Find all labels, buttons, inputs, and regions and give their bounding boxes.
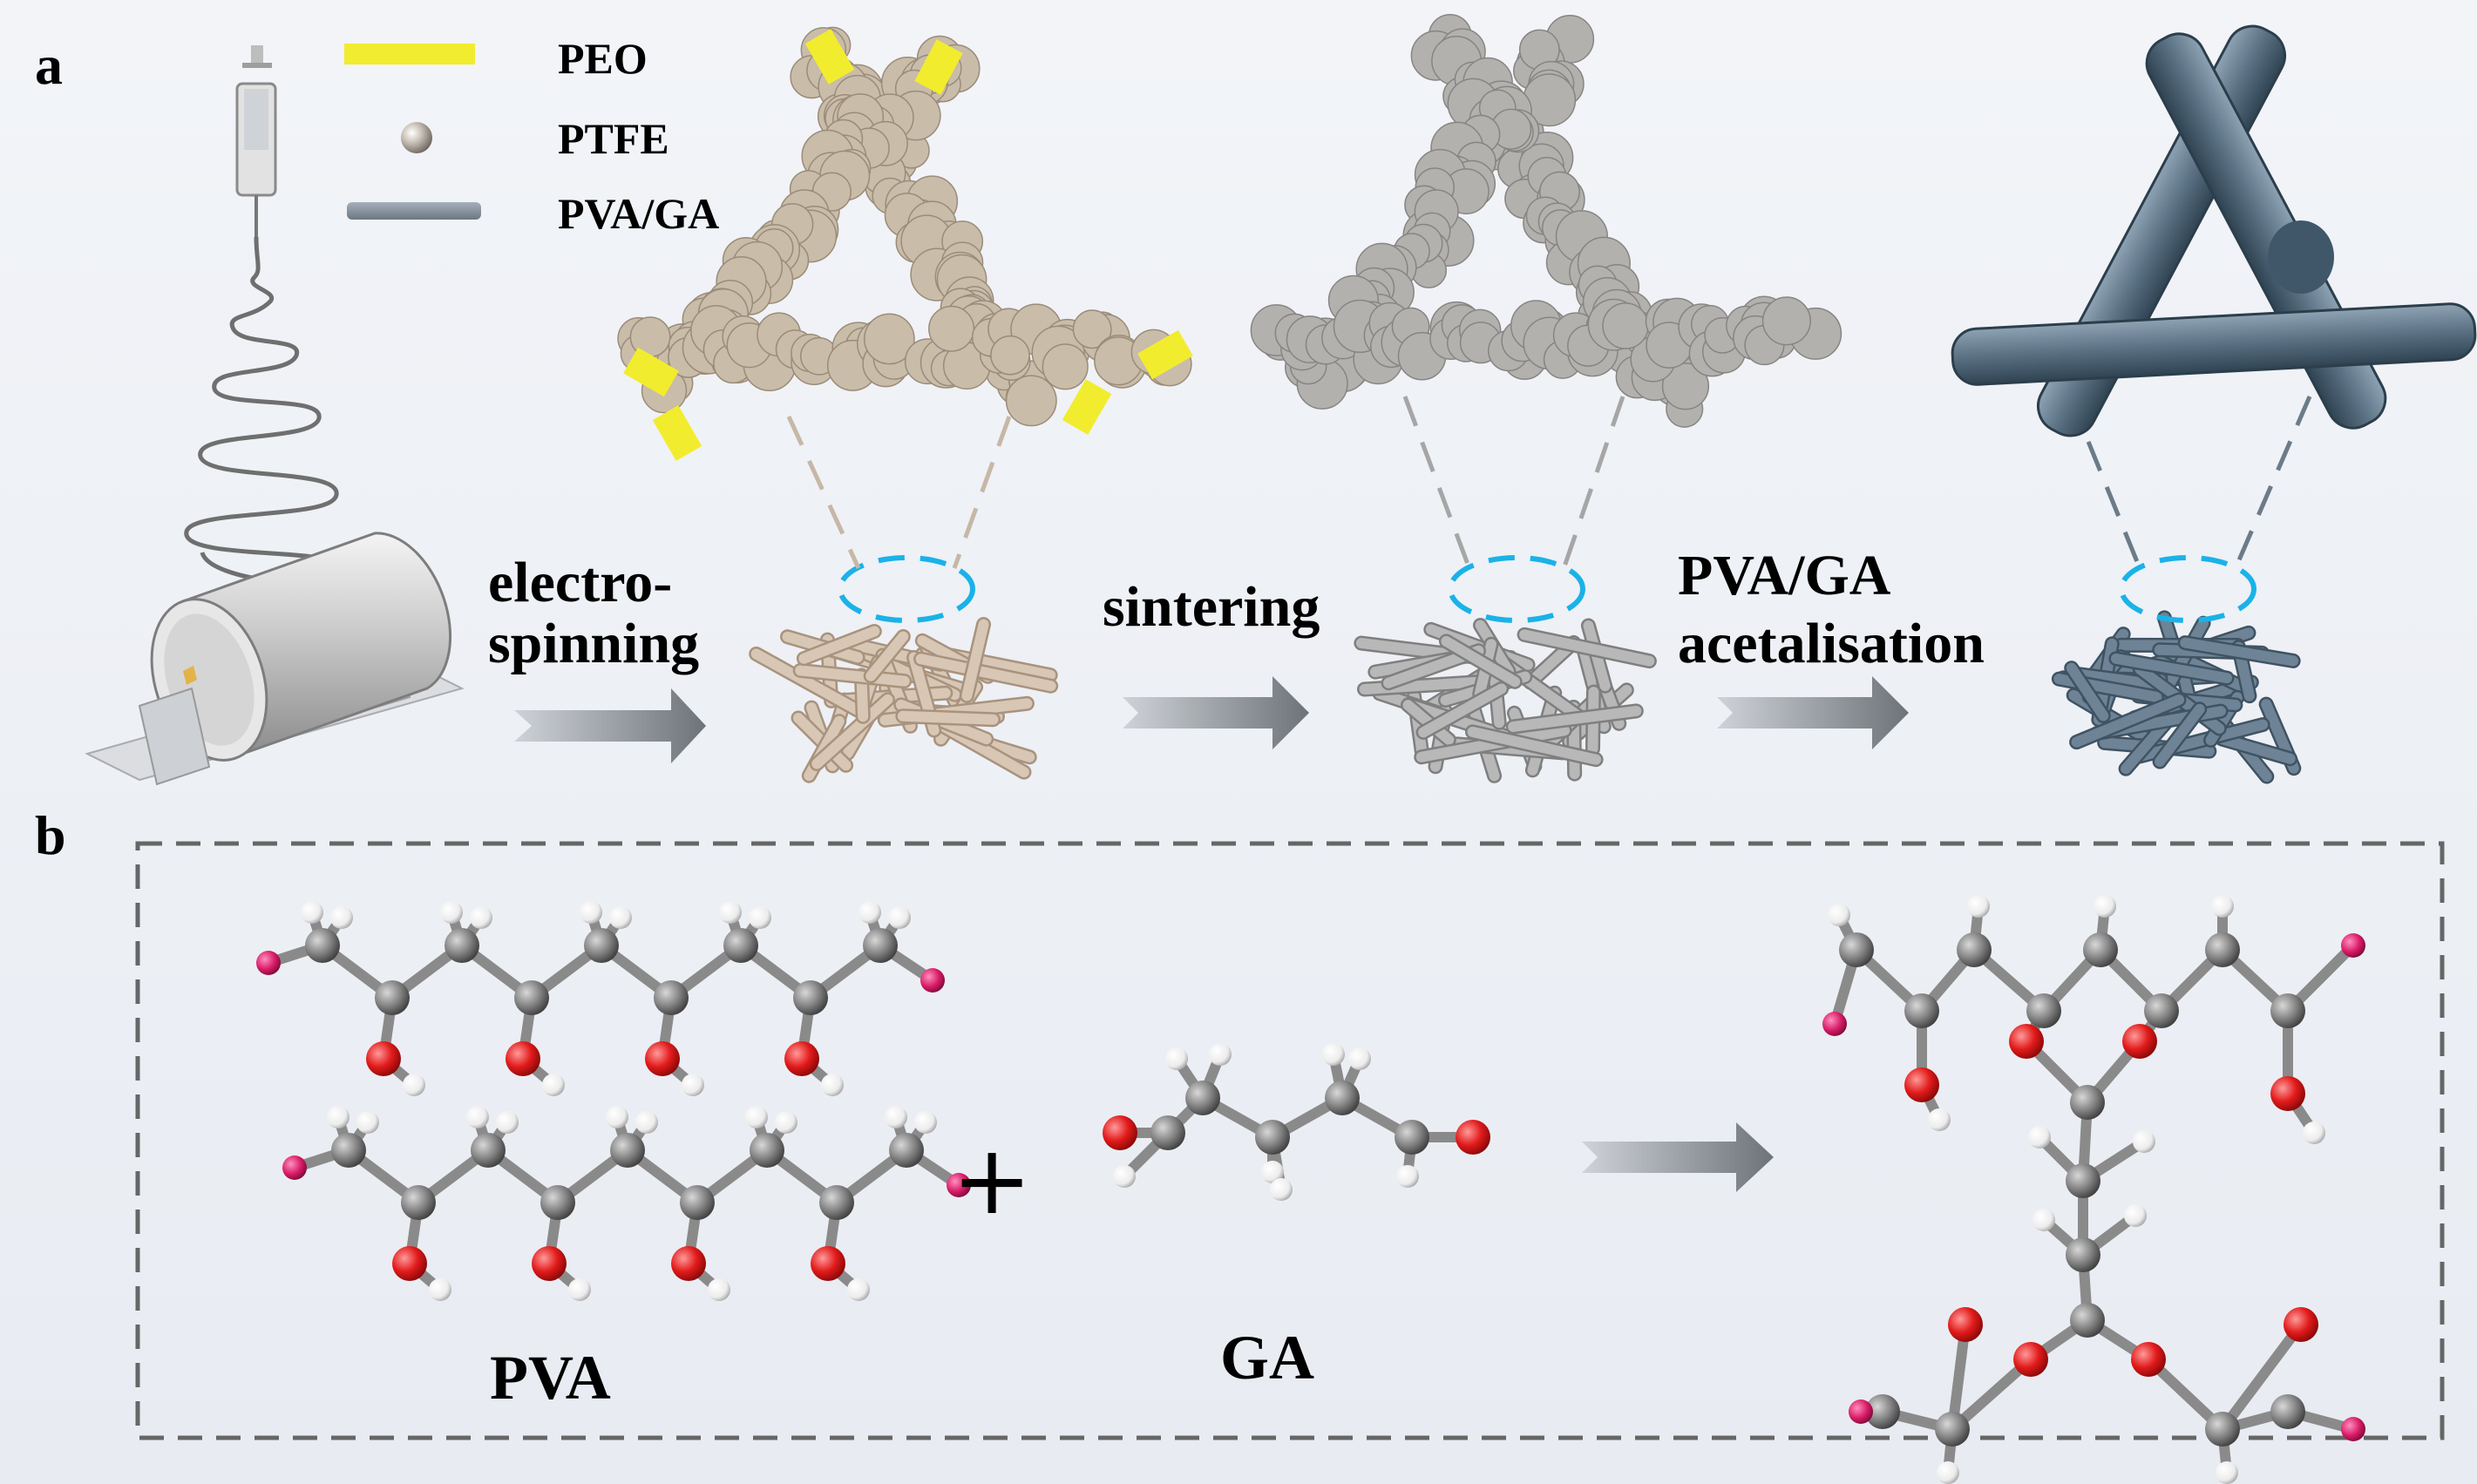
- panel-b-label: b: [35, 804, 66, 866]
- syringe-icon: [235, 45, 277, 237]
- pva-molecule-1: [256, 901, 945, 1096]
- ptfe-peo-fiber-mat: [749, 617, 1059, 783]
- electrospinning-apparatus: [85, 45, 465, 786]
- legend: PEO PTFE PVA/GA: [344, 34, 719, 238]
- legend-peo-label: PEO: [558, 34, 648, 83]
- zoom-highlight-2-icon: [1448, 555, 1585, 623]
- zoom-cone-2: [1402, 396, 1625, 567]
- jet-spiral-icon: [184, 236, 348, 586]
- step-electrospinning-line1: electro-: [488, 551, 672, 614]
- legend-ptfe-label: PTFE: [558, 114, 669, 163]
- panel-b-frame: [135, 841, 2445, 1440]
- zoom-cone-1: [786, 415, 1012, 570]
- arrow-acetalisation-icon: [1717, 676, 1909, 749]
- arrow-sintering-icon: [1123, 676, 1309, 749]
- pva-ga-legend-icon: [347, 202, 481, 220]
- ptfe-particle-triangle: [617, 26, 1193, 461]
- pva-label: PVA: [490, 1343, 611, 1413]
- step-acetalisation-line2: acetalisation: [1678, 612, 1985, 675]
- zoom-highlight-1-icon: [838, 555, 975, 623]
- zoom-highlight-3-icon: [2119, 555, 2256, 623]
- step-acetalisation-line1: PVA/GA: [1678, 544, 1891, 607]
- sintered-ptfe-triangle: [1250, 13, 1842, 428]
- sintered-ptfe-fiber-mat: [1354, 618, 1657, 783]
- legend-pvaga-label: PVA/GA: [558, 189, 719, 238]
- pva-coated-fiber-triangle: [1951, 24, 2477, 437]
- zoom-cone-3: [2067, 396, 2312, 569]
- needle-tip-icon: [183, 666, 197, 685]
- crosslinked-product-molecule: [1822, 895, 2365, 1484]
- ga-molecule: [1103, 1043, 1490, 1201]
- plus-sign: +: [952, 1124, 1032, 1236]
- arrow-reaction-icon: [1582, 1122, 1774, 1192]
- step-electrospinning-line2: spinning: [488, 612, 699, 675]
- ga-label: GA: [1220, 1323, 1314, 1393]
- step-sintering: sintering: [1103, 575, 1320, 639]
- peo-legend-icon: [344, 44, 475, 64]
- pva-molecule-2: [282, 1106, 971, 1301]
- ptfe-legend-icon: [401, 122, 432, 153]
- arrow-electrospinning-icon: [514, 688, 706, 763]
- panel-a-label: a: [35, 34, 63, 96]
- pva-ga-coated-fiber-mat: [2051, 610, 2302, 784]
